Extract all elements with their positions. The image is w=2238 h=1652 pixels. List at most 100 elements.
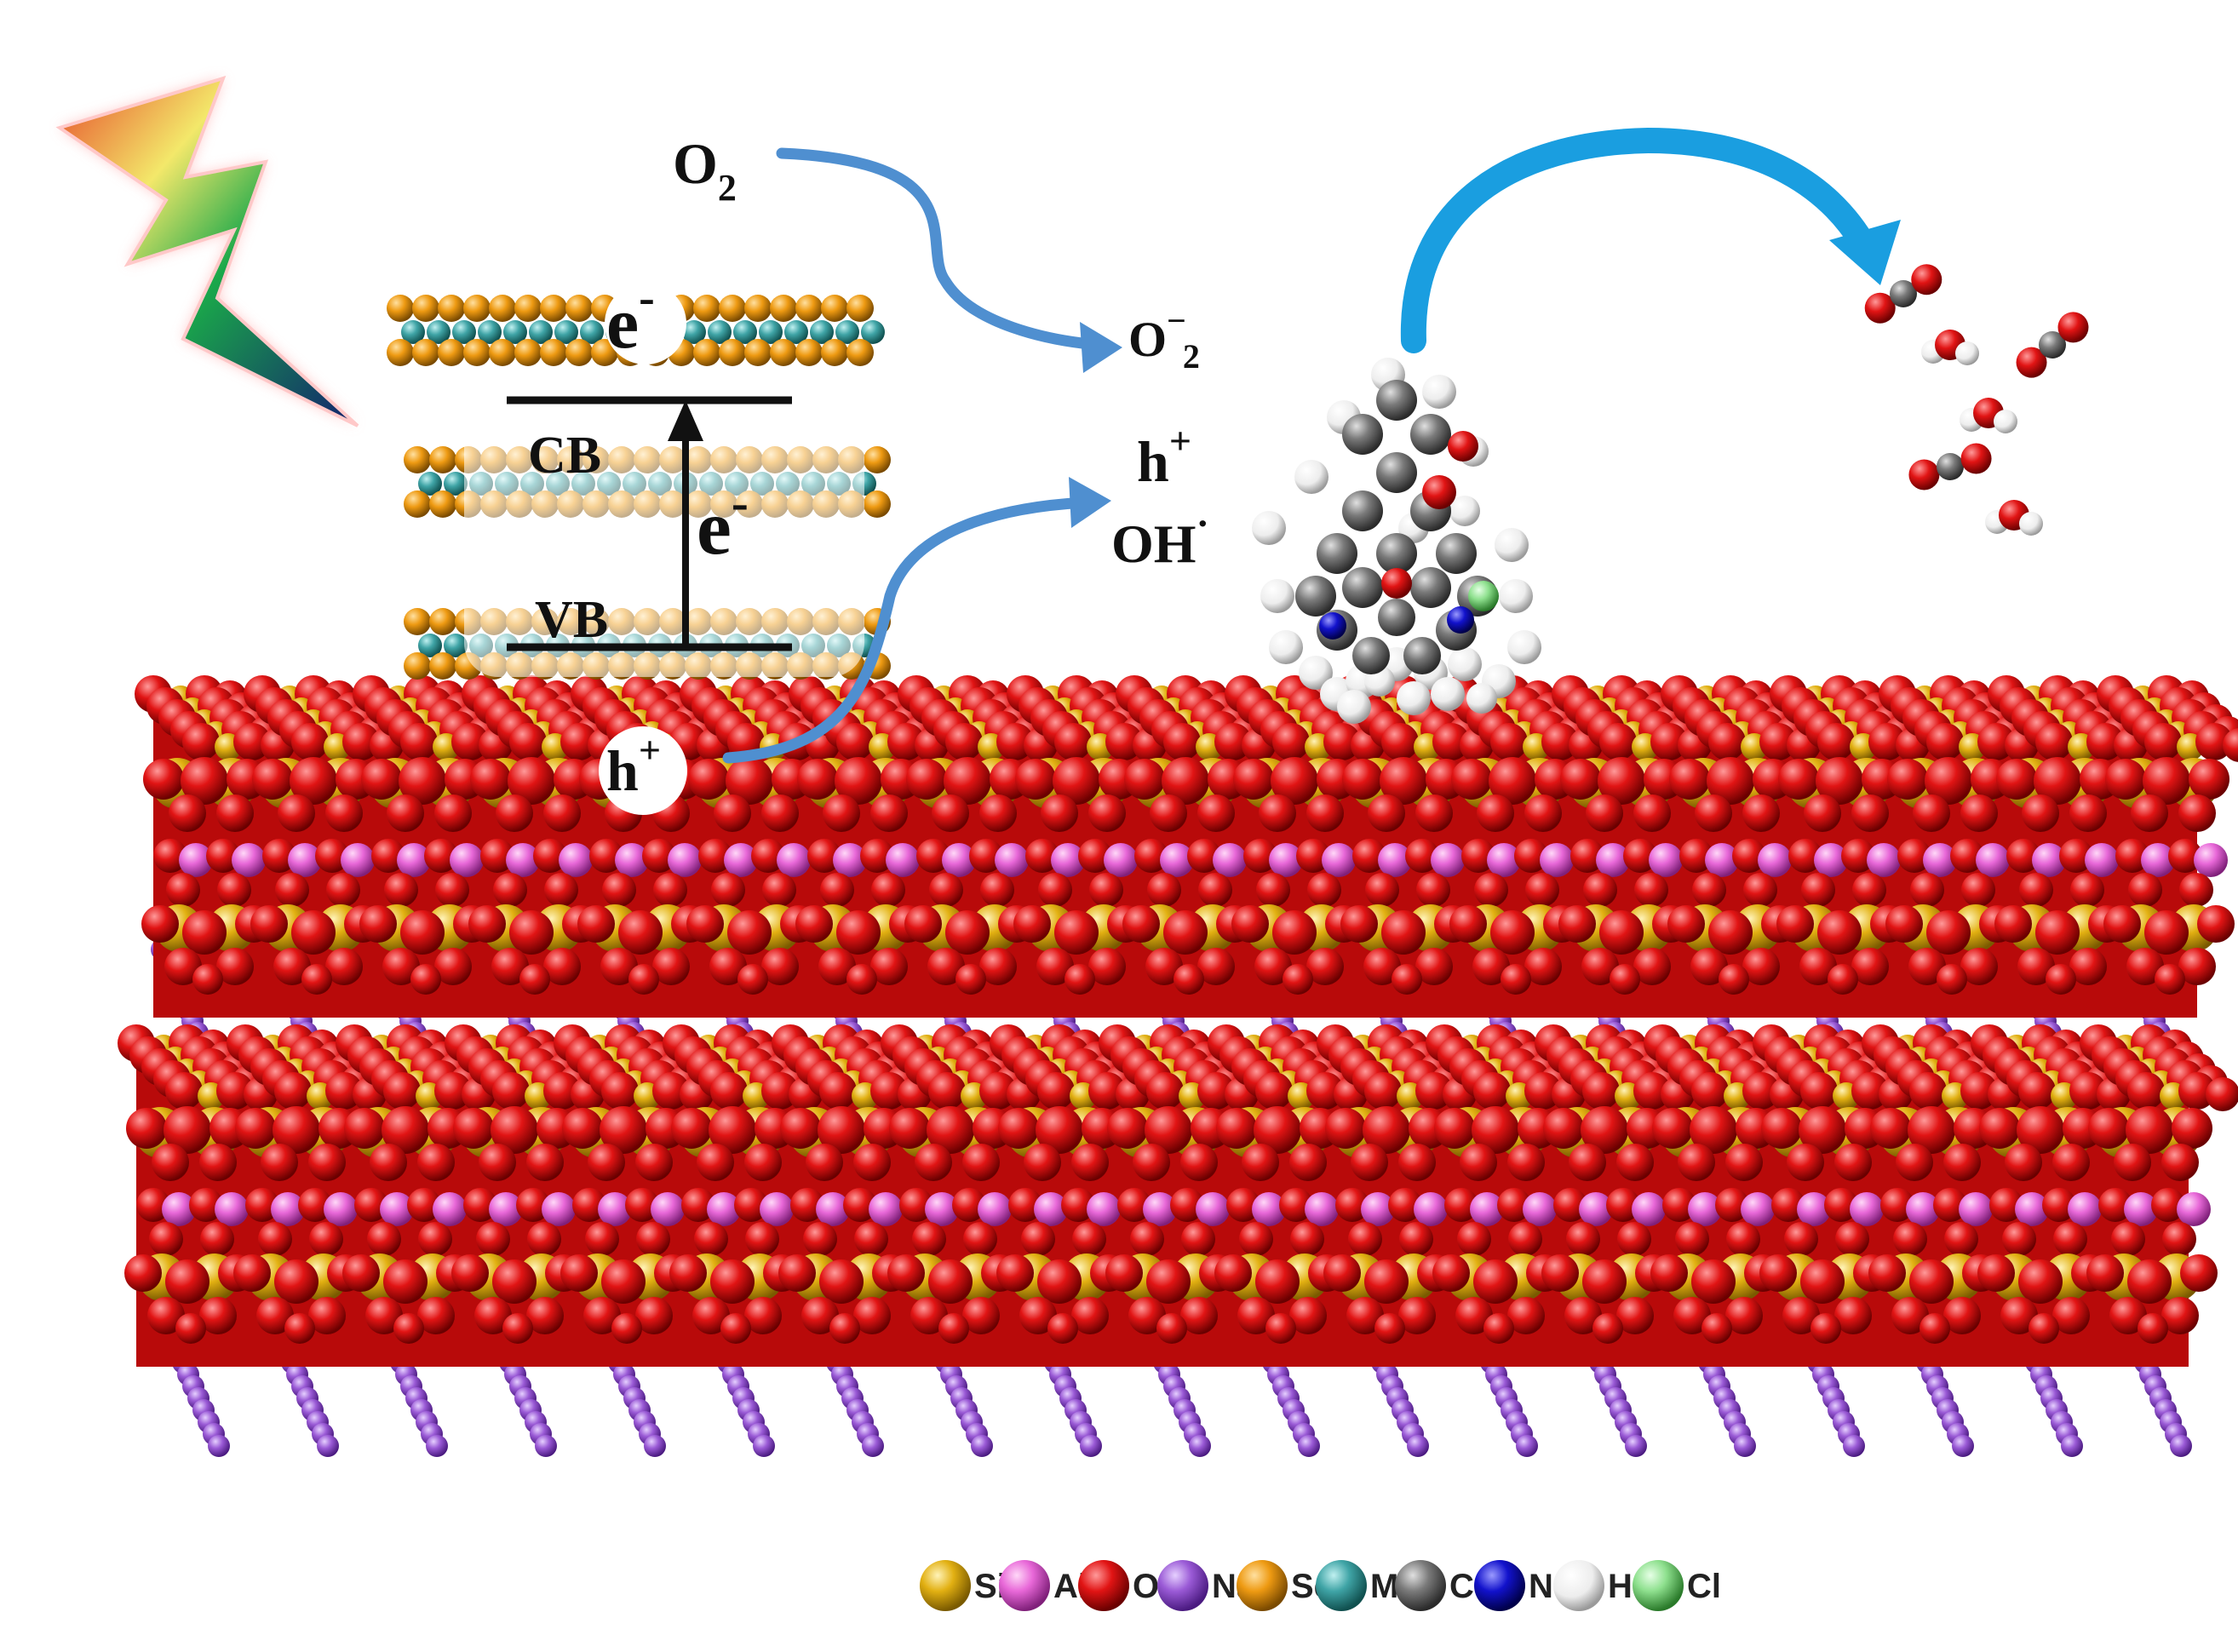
o-atom <box>278 794 315 832</box>
o-atom <box>1891 1297 1929 1334</box>
o-atom <box>2178 1072 2216 1110</box>
o-atom <box>710 1259 755 1304</box>
o-atom <box>393 1313 424 1344</box>
se-atom <box>412 339 439 366</box>
se-atom <box>514 295 542 322</box>
vb-label: VB <box>535 591 608 649</box>
se-atom <box>821 339 848 366</box>
o-atom <box>273 948 311 985</box>
o-atom <box>928 1072 966 1110</box>
o-atom <box>1759 723 1797 760</box>
h-atom <box>1431 677 1465 711</box>
o-atom <box>1960 443 1992 474</box>
h-atom <box>1294 460 1328 494</box>
o-atom <box>2180 1254 2218 1292</box>
o-atom <box>1994 905 2032 943</box>
o-atom <box>1490 910 1535 955</box>
o-atom <box>502 1313 533 1344</box>
o-atom <box>2127 1259 2172 1304</box>
o-atom <box>932 794 969 832</box>
o-atom <box>711 873 745 907</box>
o-atom <box>407 1188 441 1222</box>
al-atom <box>2085 843 2119 877</box>
o-atom <box>291 723 329 760</box>
al-atom <box>1431 843 1465 877</box>
o-atom <box>1787 1144 1824 1181</box>
c-atom-icon <box>1395 1560 1446 1611</box>
o-atom <box>1943 1297 1981 1334</box>
se-atom <box>438 295 465 322</box>
o-atom <box>1553 1188 1587 1222</box>
o-atom <box>1197 1072 1235 1110</box>
o-atom <box>1455 1297 1493 1334</box>
o-atom <box>1719 964 1749 995</box>
o-atom <box>1197 794 1235 832</box>
o-atom <box>1054 723 1092 760</box>
o-atom <box>1926 723 1964 760</box>
legend-label-n: N <box>1529 1568 1553 1605</box>
o-atom <box>2069 948 2107 985</box>
al-atom <box>1814 843 1848 877</box>
mo-atom <box>401 320 425 344</box>
o-atom <box>577 905 615 943</box>
o-atom <box>274 1259 318 1304</box>
o-atom <box>2138 1313 2168 1344</box>
o-atom <box>1909 1259 1954 1304</box>
al-atom <box>288 843 322 877</box>
co2-molecule <box>1908 443 1992 490</box>
o-atom <box>1037 1259 1082 1304</box>
c-atom <box>1436 533 1477 574</box>
o-atom <box>1254 1106 1301 1154</box>
al-atom <box>1540 843 1574 877</box>
o-atom <box>325 1072 363 1110</box>
o-atom <box>1828 964 1858 995</box>
o-atom <box>737 964 768 995</box>
legend-item-n: N <box>1474 1560 1553 1611</box>
o-atom <box>945 723 983 760</box>
o-atom <box>1364 1072 1402 1110</box>
excitation-arrowhead <box>668 400 703 441</box>
o-atom <box>1214 723 1252 760</box>
o-atom <box>980 873 1014 907</box>
se-atom <box>846 339 874 366</box>
al-atom <box>1269 843 1303 877</box>
mo-atom <box>418 634 442 657</box>
o-atom <box>2034 757 2081 805</box>
h-atom <box>1994 410 2017 433</box>
mo-atom <box>554 320 578 344</box>
o-atom <box>526 1144 564 1181</box>
o-atom <box>652 948 690 985</box>
electron-label-top: e- <box>606 272 655 364</box>
o-atom <box>216 1072 254 1110</box>
n-atom <box>1319 612 1346 640</box>
zeolite-framework <box>118 675 2238 1457</box>
al-atom <box>2177 1192 2211 1226</box>
o-atom <box>806 1144 843 1181</box>
o-atom <box>1231 905 1269 943</box>
o-atom <box>1307 873 1341 907</box>
se-atom <box>387 339 414 366</box>
al-atom <box>506 843 540 877</box>
o-atom <box>516 1188 550 1222</box>
o-atom <box>1146 1072 1184 1110</box>
se-atom <box>540 295 567 322</box>
o-atom <box>273 1106 320 1154</box>
o-atom <box>1778 759 1819 800</box>
o-atom <box>365 1297 403 1334</box>
al-atom <box>1143 1192 1177 1226</box>
o-atom <box>141 905 179 943</box>
o-atom <box>1673 1297 1711 1334</box>
o-atom <box>601 1072 639 1110</box>
o-atom <box>653 873 687 907</box>
al-atom <box>978 1192 1012 1226</box>
o-atom <box>819 1259 864 1304</box>
o-atom <box>1289 1297 1327 1334</box>
o-atom <box>1606 1188 1640 1222</box>
o-atom <box>1323 723 1361 760</box>
o-atom <box>1306 948 1344 985</box>
o-atom <box>1272 723 1310 760</box>
mo-atom <box>784 320 808 344</box>
o-atom <box>1776 905 1814 943</box>
o-atom <box>216 948 254 985</box>
o-atom <box>1021 1222 1055 1256</box>
